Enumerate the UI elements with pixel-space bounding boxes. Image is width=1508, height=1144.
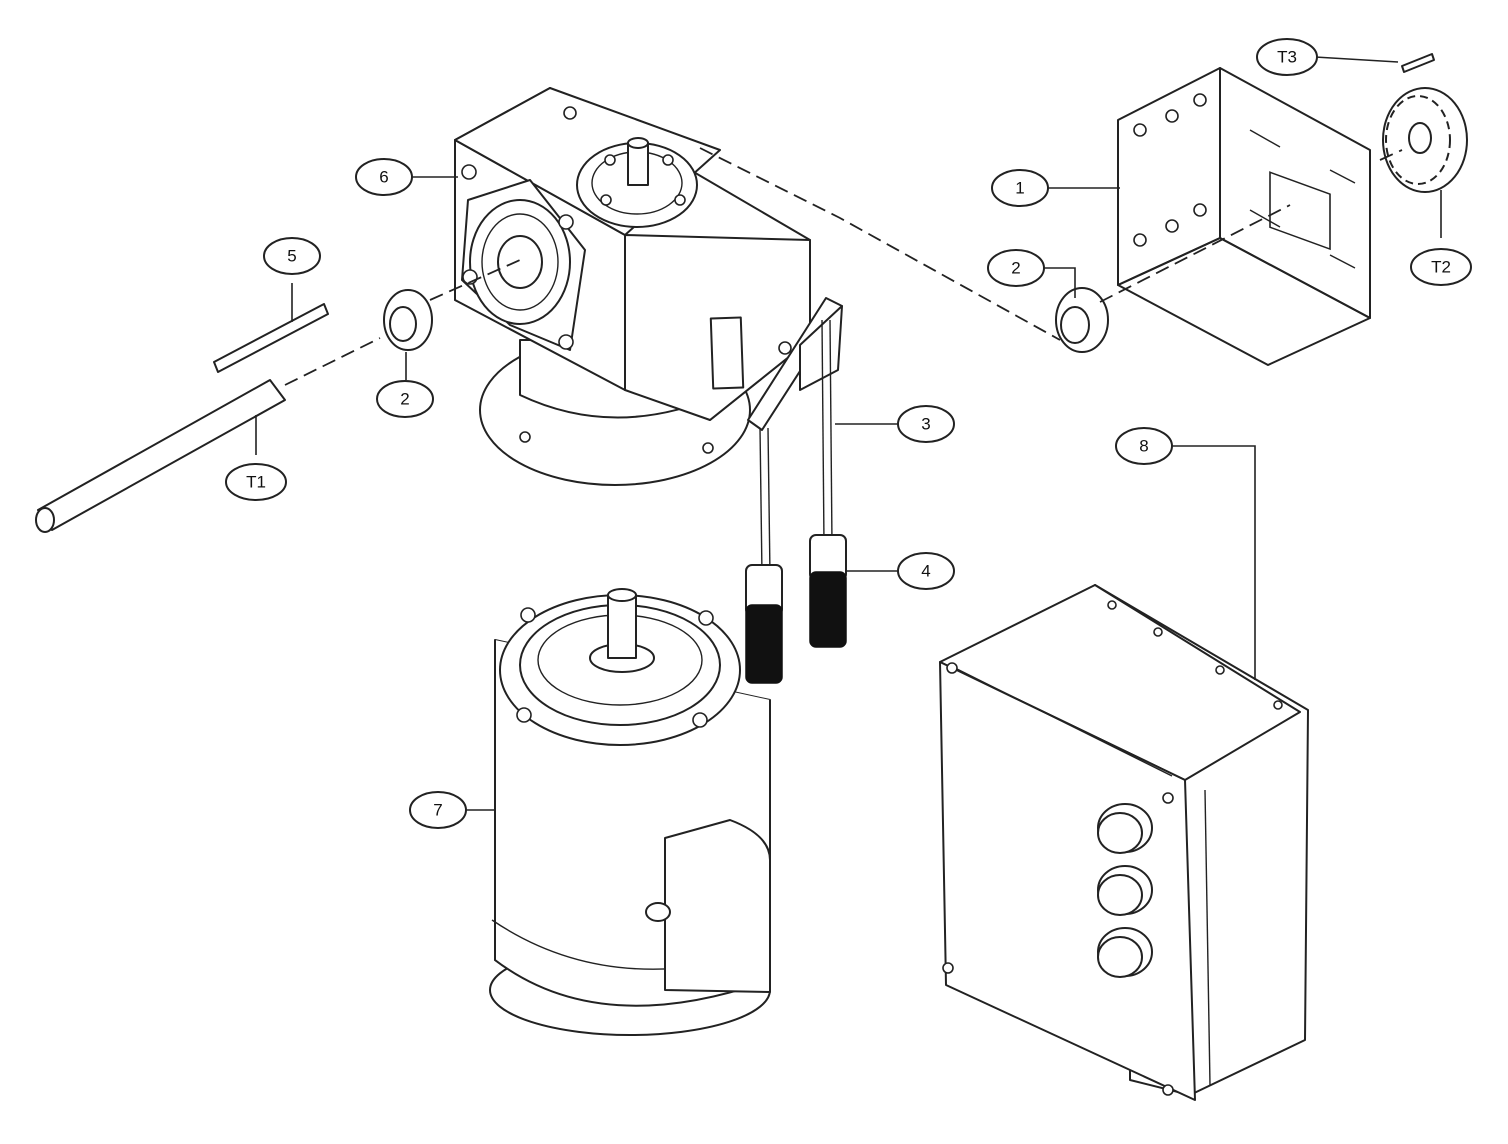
alignment-line-shaft <box>284 259 521 386</box>
control-button-3 <box>1097 927 1153 978</box>
callout-6-label: 6 <box>379 168 388 187</box>
control-button-1 <box>1097 803 1153 854</box>
pendulum-arm <box>747 297 843 576</box>
callout-8: 8 <box>1115 427 1173 465</box>
leader-8 <box>1172 445 1256 680</box>
callout-4-label: 4 <box>921 562 930 581</box>
gearbox <box>454 87 811 486</box>
leader-T3 <box>1314 56 1399 63</box>
callout-T1-label: T1 <box>246 473 266 492</box>
bracket <box>1117 67 1371 366</box>
callout-4: 4 <box>897 552 955 590</box>
control-box <box>939 584 1309 1101</box>
control-button-2 <box>1097 865 1153 916</box>
callout-5: 5 <box>263 237 321 275</box>
callout-2-right-label: 2 <box>1011 259 1020 278</box>
callout-3: 3 <box>897 405 955 443</box>
callout-2-left-label: 2 <box>400 390 409 409</box>
pin <box>1401 53 1435 73</box>
callout-T1: T1 <box>225 463 287 501</box>
callout-T3-label: T3 <box>1277 48 1297 67</box>
leader-2-right <box>1044 267 1076 298</box>
callout-3-label: 3 <box>921 415 930 434</box>
key <box>213 303 329 373</box>
callout-7-label: 7 <box>433 801 442 820</box>
alignment-line-output <box>699 147 1061 341</box>
sprocket <box>1382 87 1468 193</box>
float-weights <box>745 534 847 684</box>
motor <box>489 588 771 1036</box>
alignment-line-bracket <box>1099 149 1403 303</box>
callout-1: 1 <box>991 169 1049 207</box>
callout-5-label: 5 <box>287 247 296 266</box>
callout-7: 7 <box>409 791 467 829</box>
callout-2-left: 2 <box>376 380 434 418</box>
callout-T3: T3 <box>1256 38 1318 76</box>
callout-2-right: 2 <box>987 249 1045 287</box>
callout-T2: T2 <box>1410 248 1472 286</box>
callout-1-label: 1 <box>1015 179 1024 198</box>
callout-6: 6 <box>355 158 413 196</box>
callout-T2-label: T2 <box>1431 258 1451 277</box>
bearing-collar-left <box>383 289 433 351</box>
shaft <box>35 379 286 533</box>
callout-8-label: 8 <box>1139 437 1148 456</box>
bearing-collar-right <box>1055 287 1109 353</box>
